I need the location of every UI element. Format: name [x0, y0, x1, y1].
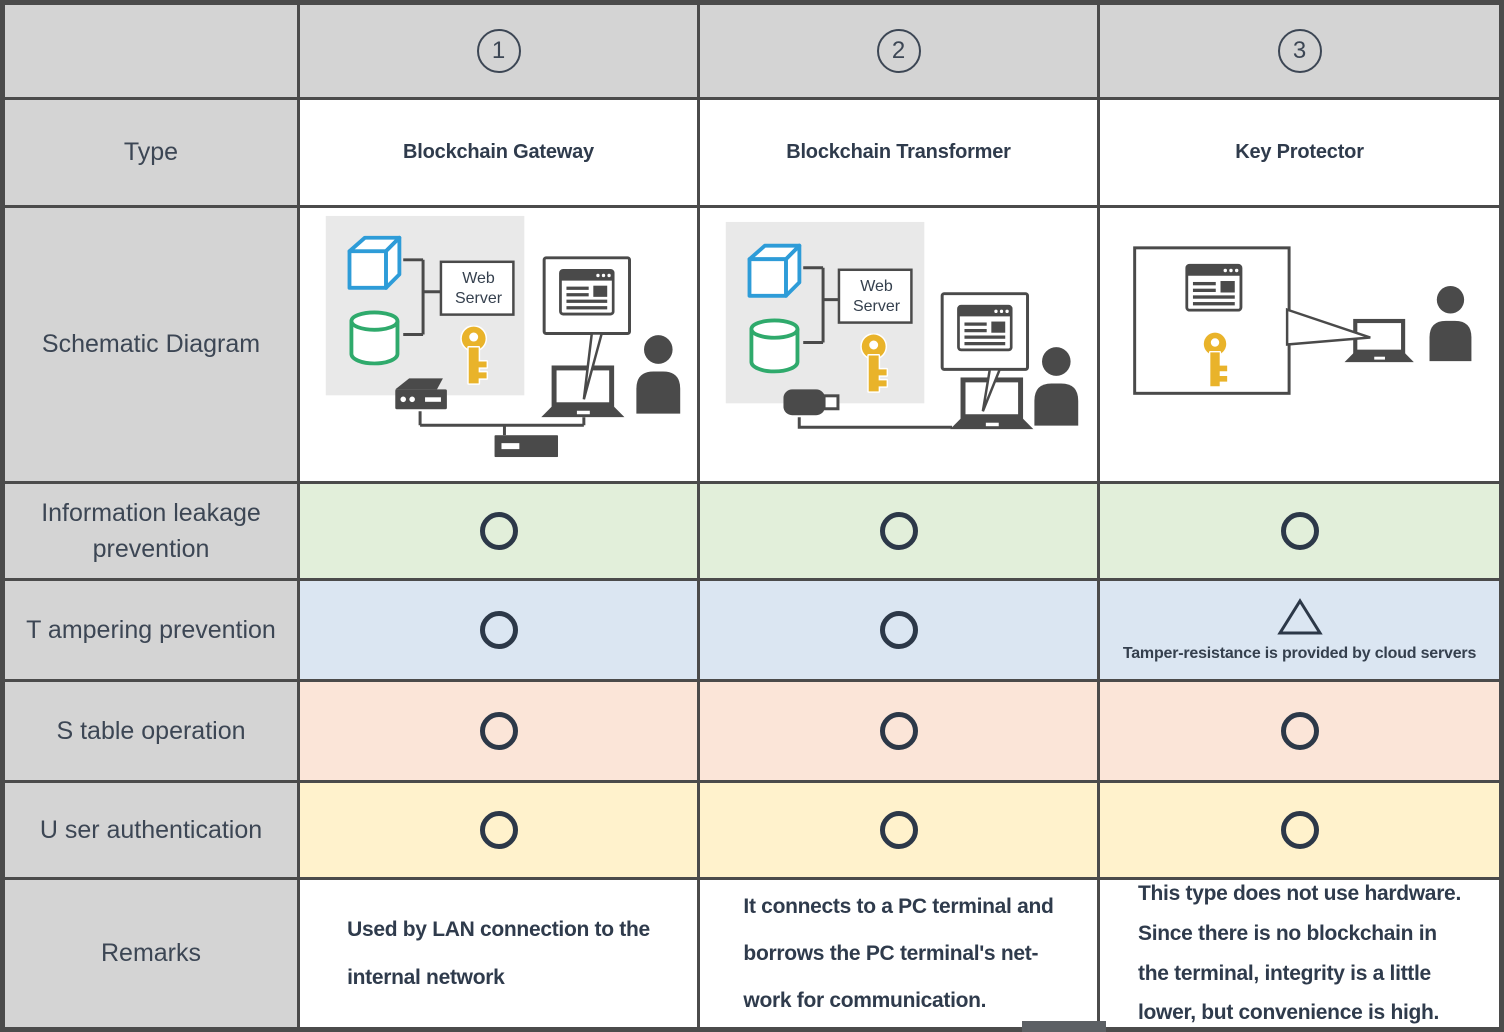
web-server-label: Web Server [454, 269, 503, 307]
header-cell-2: 2 [700, 5, 1100, 100]
circle-mark [1280, 811, 1319, 849]
type-value-1: Blockchain Gateway [403, 141, 594, 163]
info-leakage-mark-2 [700, 484, 1100, 581]
user-auth-mark-2 [700, 783, 1100, 880]
circle-mark [1280, 512, 1319, 550]
tampering-mark-2 [700, 581, 1100, 682]
stable-operation-mark-1 [300, 682, 700, 783]
tampering-mark-3: Tamper-resistance is provided by cloud s… [1100, 581, 1499, 682]
bubble-tail [981, 368, 1002, 412]
info-leakage-mark-3 [1100, 484, 1499, 581]
user-auth-mark-3 [1100, 783, 1499, 880]
remarks-text-3: This type does not use hardware. Since t… [1138, 881, 1461, 1025]
remarks-text-1: Used by LAN connection to the internal n… [347, 918, 650, 989]
row-label-user-authentication: U ser authentication [5, 783, 300, 880]
stable-operation-mark-3 [1100, 682, 1499, 783]
schematic-cell-1: Web Server [300, 208, 700, 484]
row-label-type: Type [5, 100, 300, 208]
circled-number-3: 3 [1277, 29, 1322, 73]
circle-mark [1280, 712, 1319, 750]
header-cell-1: 1 [300, 5, 700, 100]
info-leakage-mark-1 [300, 484, 700, 581]
diagram-blockchain-transformer: Web Server [700, 208, 1097, 481]
browser-window-icon [1185, 263, 1243, 312]
person-icon [1429, 285, 1472, 362]
person-icon [1034, 347, 1079, 426]
circle-mark [479, 811, 518, 849]
circle-mark [879, 611, 918, 649]
person-icon [636, 335, 681, 414]
bubble-tail [582, 332, 604, 400]
row-label-tampering: T ampering prevention [5, 581, 300, 682]
laptop-icon [1345, 321, 1414, 362]
circled-number-1: 1 [476, 29, 521, 73]
database-icon [749, 318, 800, 374]
schematic-cell-2: Web Server [700, 208, 1100, 484]
web-server-box [439, 260, 515, 316]
remarks-cell-1: Used by LAN connection to the internal n… [300, 880, 700, 1027]
type-cell-3: Key Protector [1100, 100, 1499, 208]
circle-mark [879, 712, 918, 750]
remarks-cell-3: This type does not use hardware. Since t… [1100, 880, 1499, 1027]
web-server-label: Web Server [852, 277, 901, 315]
browser-window-icon [559, 268, 615, 316]
database-icon [349, 310, 400, 366]
tampering-mark-1 [300, 581, 700, 682]
remarks-cell-2: It connects to a PC terminal and borrows… [700, 880, 1100, 1027]
schematic-cell-3 [1100, 208, 1499, 484]
row-label-remarks: Remarks [5, 880, 300, 1027]
triangle-mark [1276, 598, 1323, 635]
circle-mark [479, 712, 518, 750]
horizontal-scrollbar-thumb[interactable] [1022, 1021, 1106, 1032]
laptop-icon [541, 368, 624, 417]
circle-mark [879, 811, 918, 849]
circle-mark [479, 611, 518, 649]
row-label-schematic: Schematic Diagram [5, 208, 300, 484]
type-cell-2: Blockchain Transformer [700, 100, 1100, 208]
stable-operation-mark-2 [700, 682, 1100, 783]
row-label-info-leakage: Information leakage prevention [5, 484, 300, 581]
header-cell-3: 3 [1100, 5, 1499, 100]
triangle-mark-holder [1276, 597, 1324, 642]
browser-window-icon [957, 304, 1013, 352]
bubble-tail [1285, 307, 1371, 346]
circle-mark [479, 512, 518, 550]
tampering-note: Tamper-resistance is provided by cloud s… [1122, 645, 1477, 662]
header-corner-cell [5, 5, 300, 100]
blockchain-cube-icon [347, 235, 402, 290]
row-label-stable-operation: S table operation [5, 682, 300, 783]
diagram-key-protector [1101, 208, 1498, 481]
circle-mark [879, 512, 918, 550]
web-server-box [837, 268, 913, 324]
type-value-3: Key Protector [1235, 141, 1364, 163]
blockchain-cube-icon [747, 243, 802, 298]
circled-number-2: 2 [876, 29, 921, 73]
diagram-blockchain-gateway: Web Server [300, 208, 697, 481]
type-value-2: Blockchain Transformer [786, 141, 1011, 163]
type-cell-1: Blockchain Gateway [300, 100, 700, 208]
network-hub-icon [494, 435, 559, 458]
user-auth-mark-1 [300, 783, 700, 880]
remarks-text-2: It connects to a PC terminal and borrows… [743, 894, 1054, 1013]
